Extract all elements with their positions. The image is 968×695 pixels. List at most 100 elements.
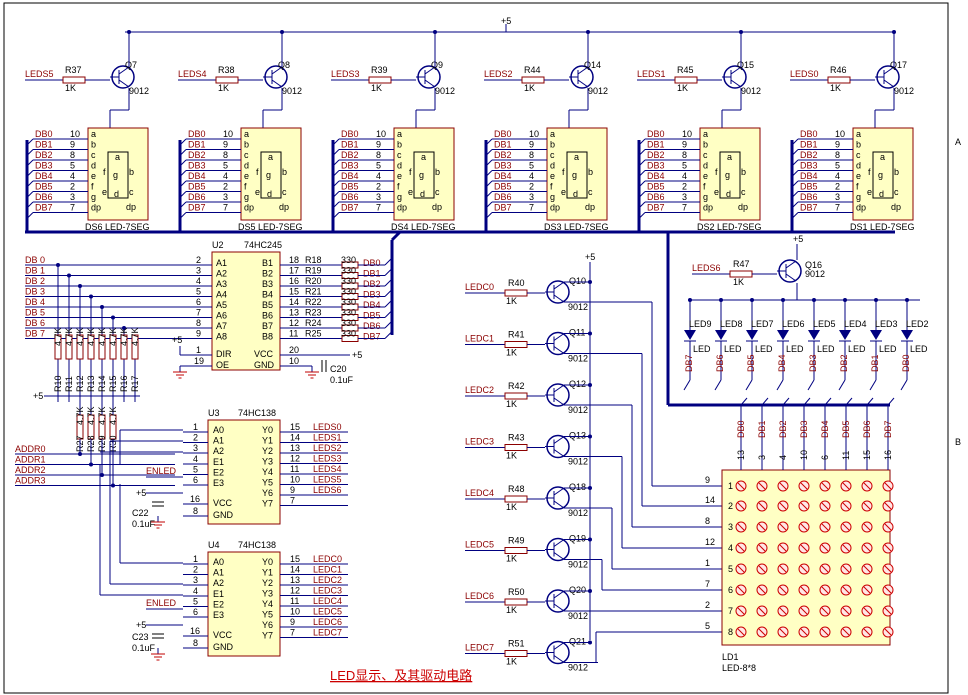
segment-letter: b bbox=[397, 140, 402, 150]
pin-number: 7 bbox=[682, 203, 687, 213]
pin-number: 14 bbox=[290, 565, 300, 575]
pin-number: 6 bbox=[193, 475, 198, 485]
resistor-ref: R38 bbox=[218, 65, 235, 75]
pin-number: 9 bbox=[835, 140, 840, 150]
chip-pin: B7 bbox=[262, 321, 273, 331]
pin-number: 9 bbox=[376, 140, 381, 150]
chip-pin: GND bbox=[213, 510, 234, 520]
pin-number: 6 bbox=[193, 607, 198, 617]
capacitor-ref: C23 bbox=[132, 632, 149, 642]
resistor-value: 330 bbox=[341, 318, 356, 328]
decoder-output-net: LEDC5 bbox=[313, 607, 342, 617]
digit-ref: DS2 bbox=[697, 222, 715, 232]
address-net: ADDR0 bbox=[15, 444, 46, 454]
digit-ref: DS1 bbox=[850, 222, 868, 232]
resistor-ref: R39 bbox=[371, 65, 388, 75]
segment-letter: d bbox=[856, 161, 861, 171]
label: c bbox=[435, 187, 440, 197]
pin-number: 5 bbox=[529, 161, 534, 171]
transistor-ref: Q10 bbox=[569, 276, 586, 286]
segment-net: DB3 bbox=[188, 161, 206, 171]
resistor-ref: R50 bbox=[508, 587, 525, 597]
column-bus-net: DB1 bbox=[757, 420, 767, 438]
chip-pin: B2 bbox=[262, 269, 273, 279]
enable-net: ENLED bbox=[146, 466, 177, 476]
vcc-label: +5 bbox=[136, 620, 146, 630]
matrix-led-mark bbox=[821, 628, 829, 636]
pin-number: 8 bbox=[223, 150, 228, 160]
wire bbox=[776, 379, 784, 391]
resistor-value: 330 bbox=[341, 308, 356, 318]
digit-part: LED-7SEG bbox=[717, 222, 762, 232]
pin-number: 15 bbox=[290, 422, 300, 432]
row-number: 8 bbox=[728, 627, 733, 637]
segment-letter: dp bbox=[397, 203, 407, 213]
transistor-ref: Q9 bbox=[431, 60, 443, 70]
segment-letter: f bbox=[550, 182, 553, 192]
resistor-value: 1K bbox=[733, 277, 744, 287]
resistor-value: 1K bbox=[65, 83, 76, 93]
pin-number: 20 bbox=[289, 345, 299, 355]
decoder-body bbox=[207, 419, 281, 525]
pin-number: 7 bbox=[223, 203, 228, 213]
pin-number: 2 bbox=[196, 255, 201, 265]
pin-number: 8 bbox=[705, 516, 710, 526]
seven-seg-digit bbox=[413, 151, 435, 199]
segment-letter: c bbox=[91, 150, 96, 160]
segment-letter: a bbox=[703, 129, 708, 139]
segment-letter: f bbox=[244, 182, 247, 192]
transistor-ref: Q16 bbox=[805, 260, 822, 270]
transistor-type: 9012 bbox=[435, 86, 455, 96]
label: g bbox=[113, 170, 118, 180]
resistor-value: 4.7K bbox=[119, 327, 129, 346]
digit-part: LED-7SEG bbox=[105, 222, 150, 232]
capacitor-value: 0.1uF bbox=[330, 375, 354, 385]
chip-pin: E2 bbox=[213, 600, 224, 610]
pin-number: 10 bbox=[799, 450, 809, 460]
chip-pin: B6 bbox=[262, 311, 273, 321]
resistor-value: 1K bbox=[506, 605, 517, 615]
bus-entry bbox=[866, 397, 874, 406]
label: b bbox=[435, 167, 440, 177]
matrix-led-mark bbox=[884, 607, 892, 615]
pin-number: 3 bbox=[682, 192, 687, 202]
matrix-led-mark bbox=[779, 628, 787, 636]
wire bbox=[118, 66, 130, 75]
chip-pin: Y6 bbox=[262, 488, 273, 498]
bus-label: DB 1 bbox=[25, 266, 45, 276]
segment-net: DB6 bbox=[188, 192, 206, 202]
decoder-output-net: LEDS6 bbox=[313, 485, 342, 495]
pin-number: 19 bbox=[194, 356, 204, 366]
pin-number: 6 bbox=[820, 455, 830, 460]
matrix-led-mark bbox=[863, 523, 871, 531]
junction bbox=[588, 280, 592, 284]
label: d bbox=[726, 189, 731, 199]
pin-number: 16 bbox=[190, 494, 200, 504]
resistor-value: 1K bbox=[371, 83, 382, 93]
pin-number: 5 bbox=[193, 465, 198, 475]
matrix-led-mark bbox=[821, 586, 829, 594]
pin-number: 7 bbox=[705, 579, 710, 589]
transistor-ref: Q14 bbox=[584, 60, 601, 70]
column-net: LEDC2 bbox=[465, 385, 494, 395]
segment-net: DB2 bbox=[800, 150, 818, 160]
net-label: LEDS3 bbox=[331, 69, 360, 79]
wire bbox=[553, 294, 565, 303]
pin-number: 10 bbox=[223, 129, 233, 139]
led-matrix-section: LD1LED-8*8DB013ADB13BDB24CDB310DDB46EDB5… bbox=[721, 397, 895, 673]
wire bbox=[883, 66, 895, 75]
led-label: LED bbox=[724, 344, 742, 354]
pullup-resistor bbox=[120, 334, 128, 360]
resistor-ref: R43 bbox=[508, 433, 525, 443]
label: b bbox=[588, 167, 593, 177]
junction bbox=[750, 298, 754, 302]
segment-letter: c bbox=[703, 150, 708, 160]
bus-entry bbox=[740, 397, 748, 406]
pnp-transistor bbox=[545, 537, 570, 562]
matrix-led-mark bbox=[779, 586, 787, 594]
junction bbox=[688, 298, 692, 302]
chip-pin: DIR bbox=[216, 349, 232, 359]
vcc-label: +5 bbox=[793, 234, 803, 244]
segment-net: DB0 bbox=[800, 129, 818, 139]
